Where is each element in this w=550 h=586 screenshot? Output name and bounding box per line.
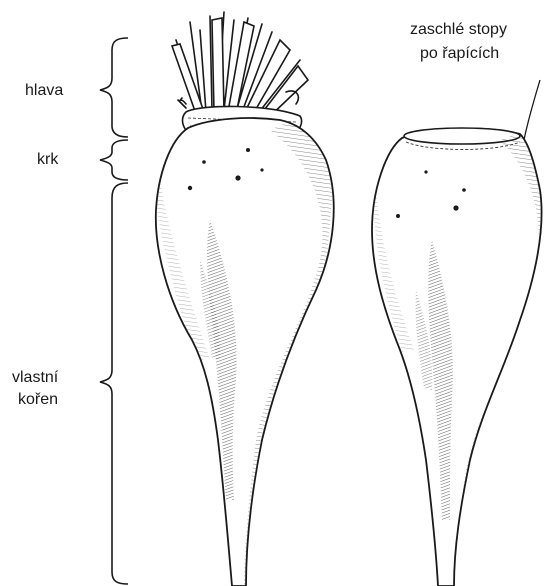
neck-brace <box>100 140 128 180</box>
label-neck: krk <box>37 151 59 168</box>
beet-with-leaves <box>156 12 340 586</box>
beet-root-body <box>156 118 334 586</box>
beet-topped <box>372 120 550 586</box>
label-root-line2: kořen <box>18 391 58 408</box>
topped-root-body <box>372 128 542 586</box>
scars-pointer-line <box>524 80 540 140</box>
root-brace <box>100 183 128 584</box>
label-scars-line2: po řapících <box>420 45 499 62</box>
label-head: hlava <box>25 82 63 99</box>
label-root-line1: vlastní <box>12 369 59 386</box>
leaf-stalks <box>172 12 308 120</box>
label-scars-line1: zaschlé stopy <box>410 21 507 38</box>
head-brace <box>100 38 128 137</box>
braces <box>100 38 128 584</box>
